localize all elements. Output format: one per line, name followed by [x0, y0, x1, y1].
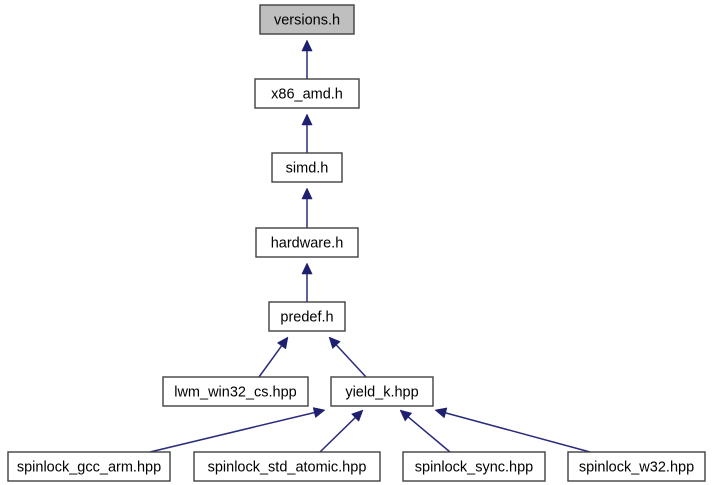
node-box[interactable]	[567, 451, 706, 482]
graph-edge	[301, 113, 313, 153]
graph-edge	[399, 409, 451, 453]
edge-arrowhead-icon	[434, 407, 448, 419]
graph-edge	[301, 262, 313, 302]
graph-edges-layer	[149, 39, 591, 453]
edge-shaft	[334, 343, 367, 378]
edge-arrowhead-icon	[301, 187, 313, 200]
edge-arrowhead-icon	[399, 409, 413, 422]
edge-arrowhead-icon	[312, 407, 326, 419]
node-box[interactable]	[330, 376, 434, 407]
graph-edge	[319, 409, 364, 453]
graph-node-spinlock-std-atomic-hpp[interactable]: spinlock_std_atomic.hppspinlock_std_atom…	[193, 451, 381, 482]
edge-shaft	[319, 415, 358, 453]
edge-arrowhead-icon	[301, 262, 313, 275]
node-box[interactable]	[162, 376, 309, 407]
edge-arrowhead-icon	[301, 39, 313, 52]
graph-edge	[258, 336, 289, 378]
edge-shaft	[443, 411, 591, 453]
graph-node-lwm-win32-cs-hpp[interactable]: lwm_win32_cs.hpplwm_win32_cs.hpp	[162, 376, 309, 407]
node-box[interactable]	[254, 78, 360, 109]
edge-shaft	[258, 343, 284, 378]
node-box[interactable]	[268, 301, 346, 332]
node-box[interactable]	[271, 152, 343, 183]
graph-edge	[434, 407, 591, 453]
edge-arrowhead-icon	[351, 409, 364, 422]
graph-nodes-layer: versions.hversions.h x86_amd.hx86_amd.hsi…	[7, 4, 706, 482]
graph-edge	[301, 187, 313, 228]
edge-shaft	[149, 411, 317, 453]
graph-edge	[301, 39, 313, 79]
node-box[interactable]	[259, 4, 355, 35]
graph-node-versions-h[interactable]: versions.hversions.h	[259, 4, 355, 35]
node-box[interactable]	[193, 451, 381, 482]
edge-arrowhead-icon	[301, 113, 313, 126]
edge-shaft	[406, 415, 451, 453]
edge-arrowhead-icon	[276, 336, 289, 350]
node-box[interactable]	[255, 227, 359, 258]
graph-edge	[149, 407, 326, 453]
node-box[interactable]	[7, 451, 171, 482]
node-box[interactable]	[402, 451, 546, 482]
graph-edge	[328, 336, 367, 378]
edge-arrowhead-icon	[328, 336, 341, 350]
